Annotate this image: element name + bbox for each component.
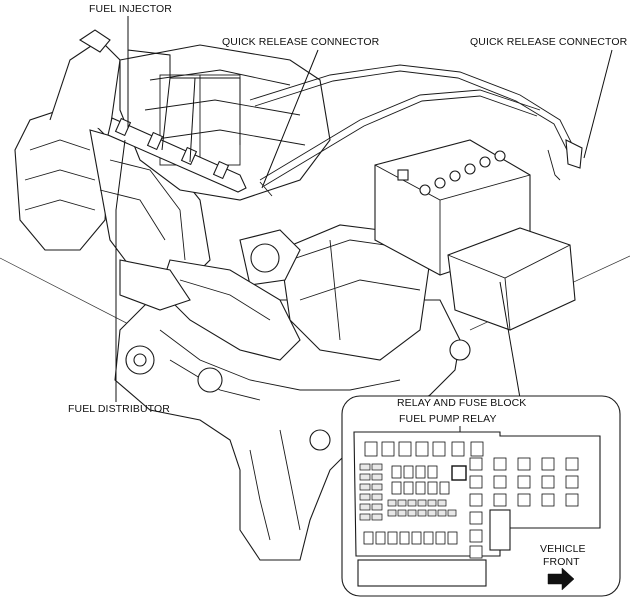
fuse-grid-center: [387, 465, 457, 517]
leader-quick-release-connector-left: [261, 49, 319, 189]
label-quick-release-connector-right: QUICK RELEASE CONNECTOR: [470, 36, 628, 48]
leader-relay-block: [499, 281, 521, 399]
fuse-block-tab: [357, 559, 487, 587]
arrow-right-icon: [547, 567, 575, 591]
leader-fuel-injector: [127, 16, 241, 145]
label-vehicle-front-line2: FRONT: [543, 556, 580, 568]
leader-fuel-distributor: [115, 139, 126, 402]
relay-and-fuse-block-housing: [447, 227, 576, 331]
fuel-pump-relay-cell: [451, 465, 467, 481]
fuel-lines: [249, 64, 583, 197]
relay-row-top: [364, 441, 484, 457]
label-relay-and-fuse-block: RELAY AND FUSE BLOCK: [397, 397, 526, 409]
intake-manifold: [14, 29, 211, 291]
leader-quick-release-connector-right: [583, 49, 613, 159]
fuse-grid-left: [359, 463, 383, 521]
callouts: FUEL INJECTOR QUICK RELEASE CONNECTOR QU…: [68, 3, 628, 415]
engine-block: [114, 299, 471, 561]
label-quick-release-connector-left: QUICK RELEASE CONNECTOR: [222, 36, 380, 48]
air-cleaner: [239, 224, 431, 361]
battery-caps: [419, 150, 506, 196]
fuel-distributor: [107, 117, 247, 193]
fuse-block-slot: [489, 509, 511, 551]
label-fuel-distributor: FUEL DISTRIBUTOR: [68, 403, 170, 415]
label-fuel-pump-relay: FUEL PUMP RELAY: [399, 413, 497, 425]
fuse-row-bottom: [363, 531, 458, 545]
relay-fuse-block-inset: RELAY AND FUSE BLOCK FUEL PUMP RELAY: [341, 395, 621, 597]
label-fuel-injector: FUEL INJECTOR: [89, 3, 172, 15]
label-vehicle-front-line1: VEHICLE: [540, 543, 586, 555]
relay-grid-right: [469, 457, 579, 559]
intake-hose: [119, 259, 301, 361]
